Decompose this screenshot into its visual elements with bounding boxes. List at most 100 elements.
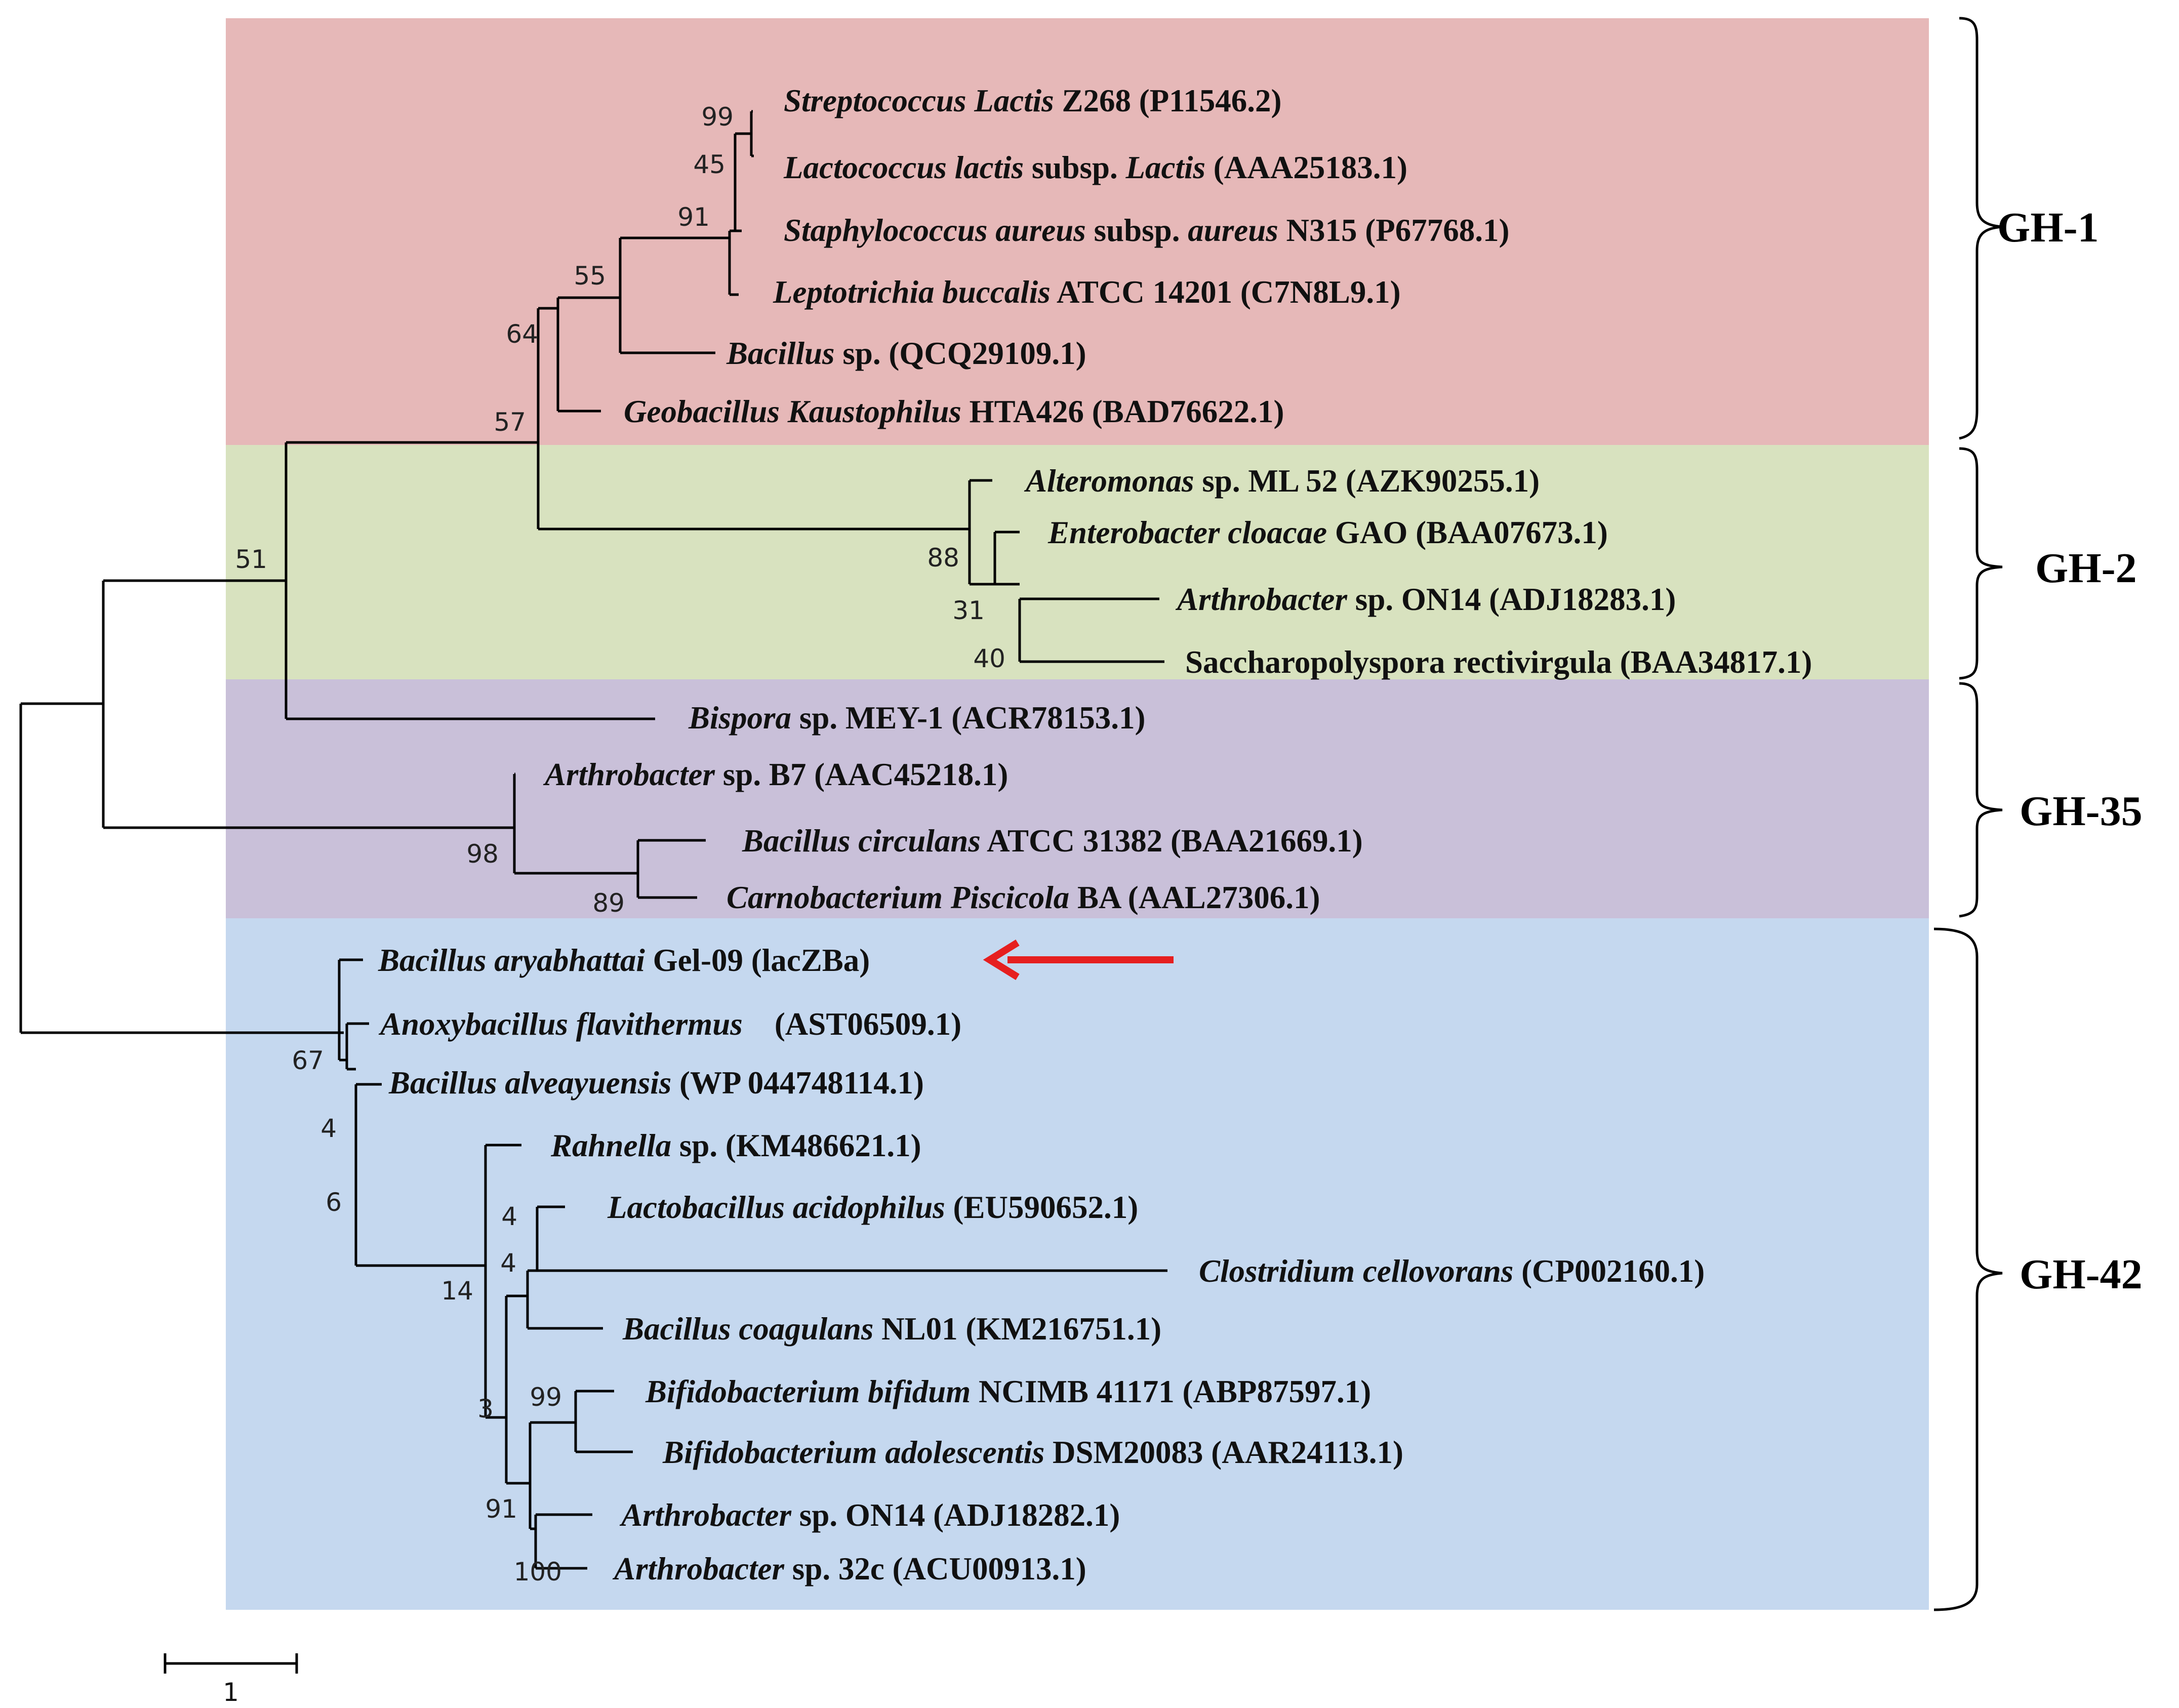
bootstrap-value: 40 bbox=[973, 644, 1005, 673]
taxon-label: Clostridium cellovorans (CP002160.1) bbox=[1199, 1253, 1705, 1289]
taxon-label-part: Clostridium cellovorans bbox=[1199, 1253, 1513, 1289]
bootstrap-value: 3 bbox=[477, 1394, 494, 1424]
taxon-label: Saccharopolyspora rectivirgula (BAA34817… bbox=[1185, 644, 1812, 680]
taxon-label-part: Bacillus bbox=[726, 336, 835, 371]
taxon-label-part: Saccharopolyspora rectivirgula (BAA34817… bbox=[1185, 644, 1812, 680]
band-gh42 bbox=[226, 918, 1929, 1610]
taxon-label-part: NL01 (KM216751.1) bbox=[873, 1311, 1161, 1347]
taxon-label-part: sp. ML 52 (AZK90255.1) bbox=[1194, 463, 1540, 499]
taxon-label-part: subsp. bbox=[1024, 150, 1125, 185]
arrow-head bbox=[983, 940, 1020, 980]
group-label-gh2: GH-2 bbox=[2035, 545, 2137, 592]
taxon-label: Bifidobacterium adolescentis DSM20083 (A… bbox=[662, 1435, 1403, 1470]
bootstrap-value: 6 bbox=[326, 1188, 342, 1217]
taxon-label-part: sp. 32c (ACU00913.1) bbox=[784, 1551, 1086, 1587]
taxon-label-part: (EU590652.1) bbox=[945, 1190, 1138, 1225]
bootstrap-value: 14 bbox=[441, 1276, 473, 1306]
taxon-label: Anoxybacillus flavithermus (AST06509.1) bbox=[378, 1006, 961, 1042]
group-braces bbox=[1933, 17, 2003, 1611]
bootstrap-value: 98 bbox=[466, 839, 499, 869]
taxon-label-part: (AST06509.1) bbox=[743, 1006, 961, 1042]
taxon-label: Bifidobacterium bifidum NCIMB 41171 (ABP… bbox=[645, 1374, 1371, 1409]
taxon-label-part: Lactis bbox=[1125, 150, 1205, 185]
taxon-label-part: Bifidobacterium adolescentis bbox=[662, 1435, 1044, 1470]
taxon-label-part: NCIMB 41171 (ABP87597.1) bbox=[971, 1374, 1371, 1409]
taxon-label-part: aureus bbox=[1188, 213, 1278, 248]
bootstrap-value: 55 bbox=[574, 261, 606, 291]
taxon-label-part: GAO (BAA07673.1) bbox=[1327, 515, 1608, 550]
tree-branches bbox=[19, 110, 1167, 1570]
taxon-label-part: HTA426 (BAD76622.1) bbox=[961, 394, 1284, 429]
taxon-label-part: Streptococcus Lactis bbox=[784, 83, 1054, 118]
taxon-labels: Streptococcus Lactis Z268 (P11546.2) Lact… bbox=[378, 83, 1812, 1587]
taxon-label-part: ATCC 14201 (C7N8L9.1) bbox=[1051, 274, 1401, 310]
taxon-label-part: N315 (P67768.1) bbox=[1278, 213, 1510, 248]
taxon-label-part: BA (AAL27306.1) bbox=[1069, 880, 1320, 915]
taxon-label: Arthrobacter sp. ON14 (ADJ18282.1) bbox=[619, 1497, 1120, 1533]
bootstrap-value: 4 bbox=[320, 1114, 337, 1143]
taxon-label-part: Gel-09 (lacZBa) bbox=[645, 943, 870, 978]
taxon-label-part: sp. ON14 (ADJ18283.1) bbox=[1347, 582, 1676, 617]
group-label-gh1: GH-1 bbox=[1997, 204, 2099, 251]
taxon-label-part: (WP 044748114.1) bbox=[671, 1065, 924, 1101]
taxon-label: Lactobacillus acidophilus (EU590652.1) bbox=[607, 1190, 1138, 1225]
bootstrap-value: 88 bbox=[927, 543, 959, 573]
band-gh1 bbox=[226, 18, 1929, 445]
taxon-label: Bacillus aryabhattai Gel-09 (lacZBa) bbox=[378, 943, 870, 978]
taxon-label: Enterobacter cloacae GAO (BAA07673.1) bbox=[1047, 515, 1608, 550]
taxon-label-part: sp. (KM486621.1) bbox=[671, 1128, 921, 1163]
taxon-label-part: Arthrobacter bbox=[1175, 582, 1348, 617]
taxon-label-part: Z268 (P11546.2) bbox=[1054, 83, 1282, 118]
brace-gh2 bbox=[1959, 447, 2003, 680]
highlight-arrow bbox=[983, 940, 1174, 980]
brace-gh35 bbox=[1959, 682, 2003, 918]
taxon-label: Rahnella sp. (KM486621.1) bbox=[550, 1128, 921, 1163]
taxon-label: Arthrobacter sp. 32c (ACU00913.1) bbox=[612, 1551, 1086, 1587]
taxon-label-part: Carnobacterium Piscicola bbox=[727, 880, 1069, 915]
scale-bar: 1 bbox=[164, 1653, 298, 1707]
taxon-label-part: Bacillus circulans bbox=[742, 823, 981, 859]
taxon-label: Arthrobacter sp. ON14 (ADJ18283.1) bbox=[1175, 582, 1676, 617]
taxon-label-part: Bacillus aryabhattai bbox=[378, 943, 645, 978]
taxon-label-part: Anoxybacillus flavithermus bbox=[378, 1006, 743, 1042]
bootstrap-value: 4 bbox=[501, 1202, 517, 1231]
taxon-label: Bacillus coagulans NL01 (KM216751.1) bbox=[622, 1311, 1161, 1347]
taxon-label: Bacillus sp. (QCQ29109.1) bbox=[726, 336, 1086, 371]
taxon-label-part: (CP002160.1) bbox=[1513, 1253, 1705, 1289]
bootstrap-value: 91 bbox=[677, 202, 710, 232]
taxon-label: Arthrobacter sp. B7 (AAC45218.1) bbox=[543, 757, 1008, 792]
taxon-label-part: sp. (QCQ29109.1) bbox=[835, 336, 1086, 371]
taxon-label-part: Alteromonas bbox=[1024, 463, 1194, 499]
taxon-label-part: sp. MEY-1 (ACR78153.1) bbox=[791, 700, 1145, 736]
bootstrap-value: 89 bbox=[592, 888, 625, 918]
taxon-label: Bacillus circulans ATCC 31382 (BAA21669.… bbox=[742, 823, 1363, 859]
bootstrap-value: 99 bbox=[701, 102, 734, 132]
taxon-label: Streptococcus Lactis Z268 (P11546.2) bbox=[784, 83, 1281, 118]
taxon-label-part: Arthrobacter bbox=[543, 757, 715, 792]
brace-gh42 bbox=[1933, 927, 2003, 1611]
bootstrap-value: 67 bbox=[292, 1046, 324, 1075]
taxon-label-part: subsp. bbox=[1086, 213, 1188, 248]
bootstrap-value: 91 bbox=[485, 1494, 517, 1524]
bootstrap-value: 64 bbox=[506, 319, 538, 349]
taxon-label: Lactococcus lactis subsp. Lactis (AAA251… bbox=[783, 150, 1407, 185]
taxon-label: Bacillus alveayuensis (WP 044748114.1) bbox=[388, 1065, 924, 1101]
taxon-label-part: Rahnella bbox=[550, 1128, 671, 1163]
taxon-label-part: Lactococcus lactis bbox=[783, 150, 1024, 185]
taxon-label-part: Lactobacillus acidophilus bbox=[607, 1190, 945, 1225]
taxon-label-part: Bacillus coagulans bbox=[622, 1311, 873, 1347]
taxon-label-part: Enterobacter cloacae bbox=[1047, 515, 1327, 550]
taxon-label-part: Bacillus alveayuensis bbox=[388, 1065, 671, 1101]
taxon-label: Staphylococcus aureus subsp. aureus N315… bbox=[784, 213, 1510, 248]
taxon-label: Alteromonas sp. ML 52 (AZK90255.1) bbox=[1024, 463, 1540, 499]
brace-gh1 bbox=[1959, 17, 2003, 440]
band-gh2 bbox=[226, 445, 1929, 679]
group-label-gh35: GH-35 bbox=[2020, 788, 2143, 835]
taxon-label-part: sp. B7 (AAC45218.1) bbox=[715, 757, 1008, 792]
bootstrap-value: 4 bbox=[500, 1248, 516, 1278]
scale-bar-label: 1 bbox=[223, 1678, 239, 1707]
group-label-gh42: GH-42 bbox=[2020, 1251, 2143, 1298]
